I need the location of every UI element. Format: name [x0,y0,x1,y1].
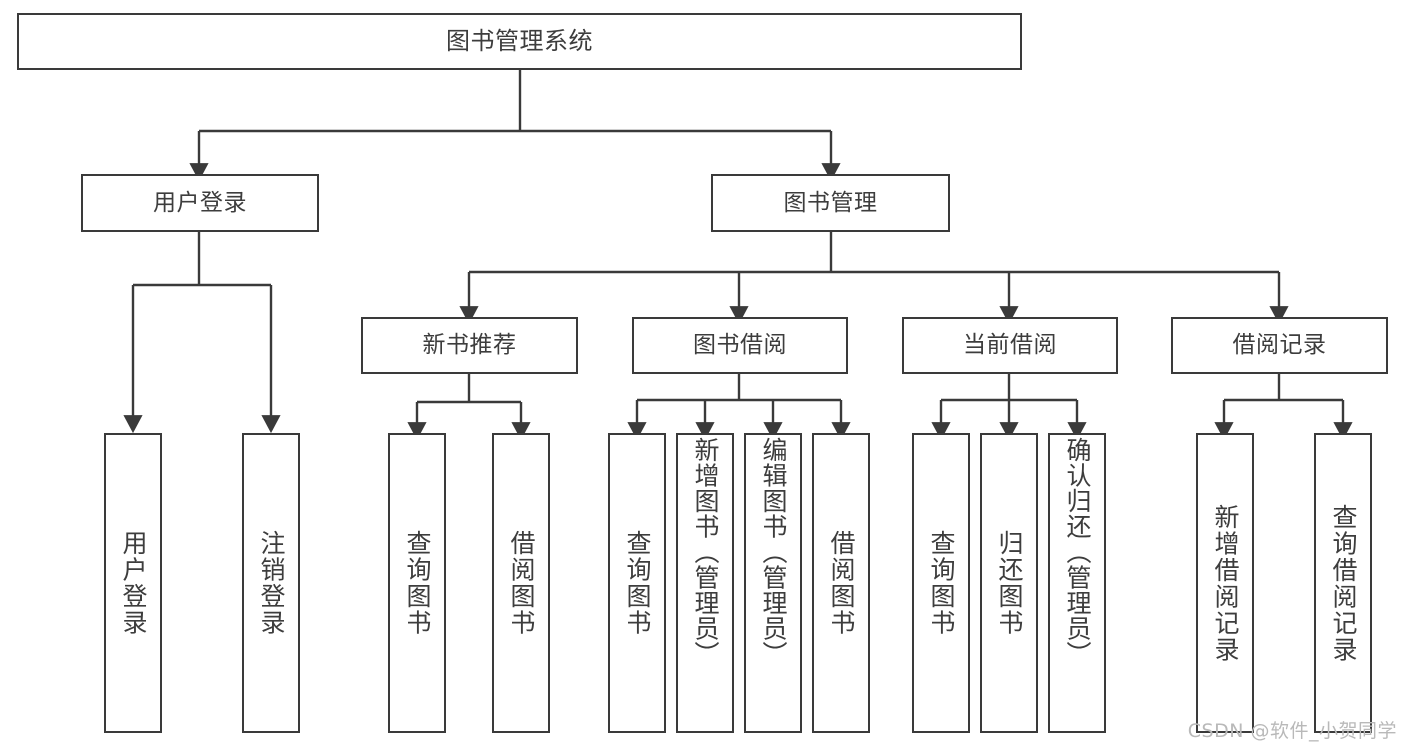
leaf-current-borrow-confirm[interactable]: 确认归还（管理员） [1048,433,1106,733]
leaf-current-borrow-confirm-label: 确认归还（管理员） [1063,437,1092,667]
leaf-user-login-logout-label: 注销登录 [257,530,286,636]
leaf-book-borrow-borrow-label: 借阅图书 [827,530,856,636]
leaf-borrow-record-query[interactable]: 查询借阅记录 [1314,433,1372,733]
leaf-current-borrow-return[interactable]: 归还图书 [980,433,1038,733]
node-user-login[interactable]: 用户登录 [81,174,319,232]
node-root[interactable]: 图书管理系统 [17,13,1022,70]
node-borrow-record[interactable]: 借阅记录 [1171,317,1388,374]
node-new-book-recommend[interactable]: 新书推荐 [361,317,578,374]
node-current-borrow[interactable]: 当前借阅 [902,317,1118,374]
node-book-manage[interactable]: 图书管理 [711,174,950,232]
leaf-borrow-record-add-label: 新增借阅记录 [1211,503,1240,663]
leaf-current-borrow-return-label: 归还图书 [995,530,1024,636]
leaf-new-book-query[interactable]: 查询图书 [388,433,446,733]
node-user-login-label: 用户登录 [153,189,247,216]
node-root-label: 图书管理系统 [446,26,593,55]
watermark-text: CSDN @软件_小贺同学 [1187,720,1397,742]
leaf-book-borrow-edit-label: 编辑图书（管理员） [759,437,788,667]
leaf-book-borrow-query-label: 查询图书 [623,530,652,636]
node-book-manage-label: 图书管理 [783,189,878,216]
leaf-new-book-borrow[interactable]: 借阅图书 [492,433,550,733]
node-borrow-record-label: 借阅记录 [1232,332,1327,359]
leaf-book-borrow-add-label: 新增图书（管理员） [691,437,720,667]
leaf-borrow-record-query-label: 查询借阅记录 [1329,503,1358,663]
leaf-book-borrow-add[interactable]: 新增图书（管理员） [676,433,734,733]
node-book-borrow-label: 图书借阅 [693,332,787,359]
node-current-borrow-label: 当前借阅 [963,332,1057,359]
node-new-book-recommend-label: 新书推荐 [422,332,517,359]
node-book-borrow[interactable]: 图书借阅 [632,317,848,374]
leaf-new-book-borrow-label: 借阅图书 [507,530,536,636]
leaf-new-book-query-label: 查询图书 [403,530,432,636]
leaf-user-login-logout[interactable]: 注销登录 [242,433,300,733]
leaf-current-borrow-query[interactable]: 查询图书 [912,433,970,733]
leaf-book-borrow-edit[interactable]: 编辑图书（管理员） [744,433,802,733]
leaf-user-login-login[interactable]: 用户登录 [104,433,162,733]
leaf-user-login-login-label: 用户登录 [119,530,148,636]
leaf-book-borrow-borrow[interactable]: 借阅图书 [812,433,870,733]
leaf-book-borrow-query[interactable]: 查询图书 [608,433,666,733]
leaf-borrow-record-add[interactable]: 新增借阅记录 [1196,433,1254,733]
leaf-current-borrow-query-label: 查询图书 [927,530,956,636]
